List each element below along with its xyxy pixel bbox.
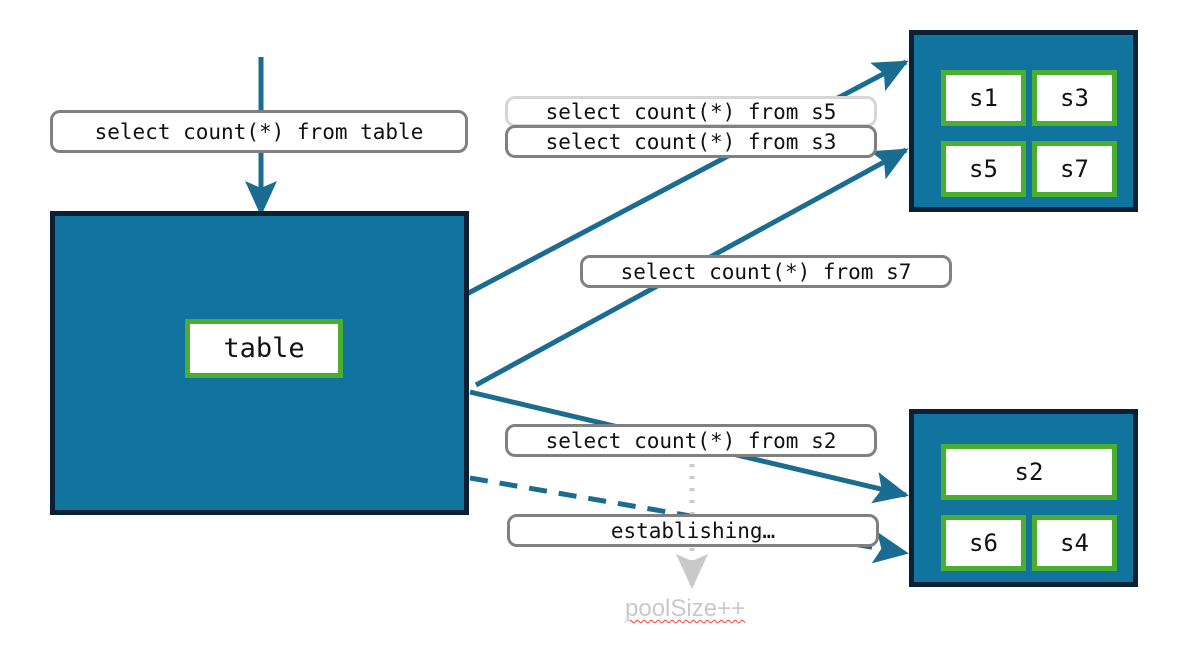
label-query-s3[interactable]: select count(*) from s3: [505, 125, 877, 158]
node-table[interactable]: table: [185, 319, 343, 378]
label-query-s7-text: select count(*) from s7: [620, 259, 912, 284]
server-pool-top: s1 s3 s5 s7: [909, 30, 1138, 212]
node-s6-label: s6: [969, 529, 998, 557]
label-query-s5-text: select count(*) from s5: [545, 99, 837, 124]
node-s4[interactable]: s4: [1032, 515, 1117, 571]
label-establishing[interactable]: establishing…: [507, 514, 879, 547]
label-root-query[interactable]: select count(*) from table: [50, 110, 468, 153]
label-query-s5[interactable]: select count(*) from s5: [505, 96, 877, 127]
label-query-s3-text: select count(*) from s3: [545, 129, 837, 154]
annotation-pool-size-text: poolSize++: [625, 595, 746, 622]
label-query-s2-text: select count(*) from s2: [545, 428, 837, 453]
annotation-pool-size: poolSize++: [625, 595, 745, 623]
node-s3-label: s3: [1060, 84, 1089, 112]
label-query-s7[interactable]: select count(*) from s7: [580, 255, 952, 288]
node-s4-label: s4: [1060, 529, 1089, 557]
server-pool-bottom: s2 s6 s4: [909, 409, 1138, 587]
node-s2-label: s2: [1014, 458, 1044, 486]
label-establishing-text: establishing…: [610, 518, 776, 543]
node-s7-label: s7: [1060, 155, 1089, 183]
node-s5-label: s5: [969, 155, 998, 183]
node-s3[interactable]: s3: [1032, 70, 1117, 126]
table-pool: table: [50, 211, 469, 515]
node-s7[interactable]: s7: [1032, 141, 1117, 197]
label-query-s2[interactable]: select count(*) from s2: [505, 424, 877, 457]
label-root-query-text: select count(*) from table: [94, 119, 424, 144]
node-table-label: table: [223, 333, 305, 364]
node-s1[interactable]: s1: [941, 70, 1026, 126]
node-s2[interactable]: s2: [941, 444, 1117, 500]
node-s1-label: s1: [969, 84, 998, 112]
node-s5[interactable]: s5: [941, 141, 1026, 197]
node-s6[interactable]: s6: [941, 515, 1026, 571]
